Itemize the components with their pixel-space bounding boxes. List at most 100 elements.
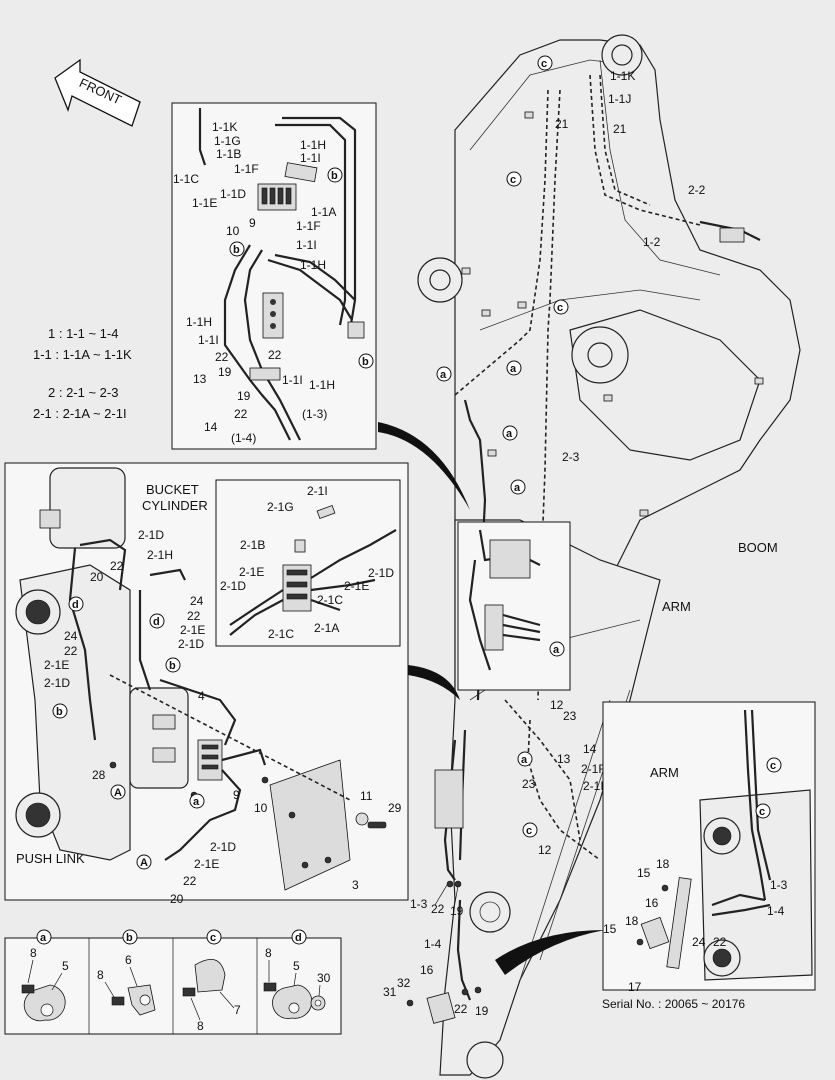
callout: 19 bbox=[218, 365, 232, 379]
callout: 10 bbox=[226, 224, 240, 238]
callout: 2-1B bbox=[240, 538, 265, 552]
callout: 1-1K bbox=[610, 69, 635, 83]
svg-text:a: a bbox=[521, 754, 528, 766]
callout: 30 bbox=[317, 971, 331, 985]
callout: 31 bbox=[383, 985, 397, 999]
svg-text:c: c bbox=[510, 174, 516, 186]
arm-title: ARM bbox=[662, 599, 691, 614]
callout: 9 bbox=[249, 216, 256, 230]
callout: 1-1B bbox=[216, 147, 241, 161]
callout: 14 bbox=[583, 742, 597, 756]
callout: 22 bbox=[215, 350, 229, 364]
callout: 1-4 bbox=[767, 904, 785, 918]
callout: 1-1I bbox=[300, 151, 321, 165]
callout: 2-3 bbox=[562, 450, 580, 464]
svg-text:a: a bbox=[440, 369, 447, 381]
callout: 18 bbox=[656, 857, 670, 871]
part-legend: 1 : 1-1 ~ 1-4 1-1 : 1-1A ~ 1-1K 2 : 2-1 … bbox=[33, 326, 132, 421]
callout: 2-1H bbox=[147, 548, 173, 562]
callout: 22 bbox=[183, 874, 197, 888]
callout: 2-1E bbox=[239, 565, 264, 579]
callout: 21 bbox=[613, 122, 627, 136]
callout: 1-1H bbox=[300, 258, 326, 272]
callout: 18 bbox=[625, 914, 639, 928]
top-detail-panel: b b b 1-1K 1-1G 1-1B 1-1C 1-1F 1-1D 1-1E… bbox=[171, 102, 377, 450]
callout: 2-1I bbox=[307, 484, 328, 498]
callout: 2-1D bbox=[210, 840, 236, 854]
callout: 8 bbox=[197, 1019, 204, 1033]
callout: (1-4) bbox=[231, 431, 256, 445]
clamp-id: a bbox=[40, 932, 47, 944]
callout: 14 bbox=[204, 420, 218, 434]
callout: 16 bbox=[420, 963, 434, 977]
callout: 23 bbox=[522, 777, 536, 791]
svg-text:d: d bbox=[72, 599, 79, 611]
callout: 5 bbox=[62, 959, 69, 973]
callout: 19 bbox=[450, 904, 464, 918]
callout: 2-1F bbox=[581, 762, 606, 776]
callout: 1-1H bbox=[186, 315, 212, 329]
callout: 2-1E bbox=[344, 579, 369, 593]
valve-inset: 2-1I 2-1G 2-1B 2-1E 2-1D 2-1D 2-1E 2-1C … bbox=[215, 479, 401, 647]
callout: 2-1D bbox=[368, 566, 394, 580]
callout: 1-3 bbox=[770, 878, 788, 892]
callout: 2-1D bbox=[178, 637, 204, 651]
svg-text:c: c bbox=[770, 760, 776, 772]
callout: 4 bbox=[198, 689, 205, 703]
svg-text:b: b bbox=[362, 356, 369, 368]
callout: 22 bbox=[268, 348, 282, 362]
callout: 2-1E bbox=[44, 658, 69, 672]
svg-text:a: a bbox=[553, 644, 560, 656]
svg-text:A: A bbox=[140, 857, 148, 869]
callout: 22 bbox=[187, 609, 201, 623]
svg-text:b: b bbox=[233, 244, 240, 256]
svg-text:a: a bbox=[193, 796, 200, 808]
svg-text:c: c bbox=[541, 58, 547, 70]
callout: 28 bbox=[92, 768, 106, 782]
callout: 24 bbox=[190, 594, 204, 608]
callout: 2-1C bbox=[268, 627, 294, 641]
svg-text:b: b bbox=[56, 706, 63, 718]
svg-text:c: c bbox=[557, 302, 563, 314]
callout: 6 bbox=[125, 953, 132, 967]
legend-line: 1-1 : 1-1A ~ 1-1K bbox=[33, 347, 132, 362]
callout: 20 bbox=[170, 892, 184, 906]
clamp-legend: a 8 5 b 8 6 c 7 8 d 8 5 30 bbox=[4, 929, 342, 1035]
svg-text:c: c bbox=[759, 806, 765, 818]
callout: 22 bbox=[64, 644, 78, 658]
callout: 1-1J bbox=[608, 92, 631, 106]
callout: 1-1E bbox=[192, 196, 217, 210]
callout: 1-1I bbox=[282, 373, 303, 387]
callout: 17 bbox=[628, 980, 642, 994]
callout: 2-1E bbox=[180, 623, 205, 637]
callout: 2-1G bbox=[267, 500, 294, 514]
bucket-title-1: BUCKET bbox=[146, 482, 199, 497]
callout: 2-1I bbox=[583, 779, 604, 793]
callout: 1-1I bbox=[198, 333, 219, 347]
callout: 2-1A bbox=[314, 621, 339, 635]
callout: 22 bbox=[713, 935, 727, 949]
bucket-title-2: CYLINDER bbox=[142, 498, 208, 513]
svg-text:d: d bbox=[153, 616, 160, 628]
callout: 21 bbox=[555, 117, 569, 131]
callout: 8 bbox=[97, 968, 104, 982]
svg-text:b: b bbox=[169, 660, 176, 672]
callout: 23 bbox=[563, 709, 577, 723]
clamp-id: d bbox=[295, 932, 302, 944]
svg-text:A: A bbox=[114, 787, 122, 799]
callout: 1-1F bbox=[234, 162, 259, 176]
legend-line: 2-1 : 2-1A ~ 2-1I bbox=[33, 406, 127, 421]
clamp-id: c bbox=[210, 932, 216, 944]
callout: 1-3 bbox=[410, 897, 428, 911]
callout: 32 bbox=[397, 976, 411, 990]
svg-text:c: c bbox=[526, 825, 532, 837]
callout: 1-1A bbox=[311, 205, 336, 219]
callout: 16 bbox=[645, 896, 659, 910]
callout: 19 bbox=[475, 1004, 489, 1018]
callout: 1-1H bbox=[300, 138, 326, 152]
callout: 9 bbox=[233, 788, 240, 802]
callout: 22 bbox=[234, 407, 248, 421]
callout: 2-1C bbox=[317, 593, 343, 607]
callout: 13 bbox=[557, 752, 571, 766]
